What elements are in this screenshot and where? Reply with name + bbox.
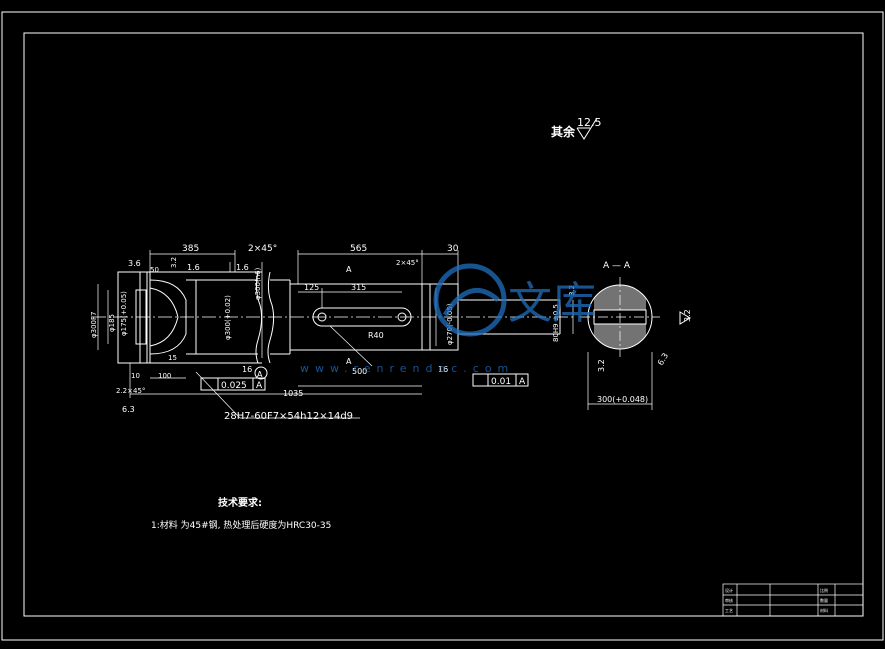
spline-spec: 28H7-60F7×54h12×14d9: [224, 411, 353, 422]
dim-phi300f7: φ300F7: [90, 312, 98, 338]
tolerance-frame-1: 0.025 A: [200, 377, 266, 391]
watermark: 文库 www.renrendoc.com: [300, 263, 596, 375]
notes-title: 技术要求:: [218, 496, 262, 509]
dim-phi185: φ185: [108, 314, 116, 332]
dim-keyway: 80H9 ±0.5: [552, 304, 560, 342]
roughness-36: 3.6: [128, 259, 141, 268]
section-label: A — A: [603, 261, 631, 271]
dim-50: 50: [150, 266, 159, 274]
roughness-sec-br: 6.3: [656, 351, 670, 367]
roughness-sec-bottom: 3.2: [597, 359, 606, 372]
watermark-url: www.renrendoc.com: [300, 362, 514, 375]
title-block-text: 设计 比例 审核 数量 工艺 材料: [725, 587, 828, 613]
watermark-text: 文库: [508, 278, 596, 329]
dim-phi300k: φ300(+0.02): [224, 295, 232, 340]
roughness-32a: 3.2: [170, 257, 178, 268]
tb-cell-0-0: 设计: [725, 587, 733, 593]
dim-16-right: 16: [438, 365, 448, 374]
shaft-main-view: [117, 271, 561, 364]
dim-100: 100: [158, 372, 171, 380]
dim-15: 15: [168, 354, 177, 362]
dim-16-left: 16: [242, 365, 252, 374]
dim-10: 10: [131, 372, 140, 380]
notes-line-1: 1:材料 为45#钢, 热处理后硬度为HRC30-35: [151, 519, 331, 531]
tol2-ref: A: [519, 377, 526, 387]
tb-cell-2-0: 工艺: [725, 608, 733, 613]
dim-chamfer-top: 2×45°: [248, 244, 277, 254]
roughness-16b: 1.6: [236, 263, 249, 272]
dim-phi270: φ270(-0.05): [446, 303, 454, 345]
tol1-ref: A: [256, 381, 263, 391]
roughness-note: 其余 12.5: [551, 116, 602, 140]
roughness-label: 其余: [551, 124, 576, 139]
dim-500: 500: [352, 367, 367, 376]
section-a-a: A — A 300(+0.048) 3.2 3.2 6.3: [580, 261, 692, 410]
roughness-32b: 3.2: [568, 285, 576, 296]
title-block: [722, 583, 864, 617]
dim-385: 385: [182, 244, 199, 254]
dim-chamfer-left: 2.2×45°: [116, 387, 145, 395]
datum-a: A: [254, 366, 268, 380]
inner-frame: [23, 32, 864, 617]
dim-315: 315: [351, 283, 366, 292]
dim-125: 125: [304, 283, 319, 292]
tb-cell-1-3: 数量: [820, 597, 828, 603]
roughness-sec-right: 3.2: [683, 309, 692, 322]
tol1-value: 0.025: [221, 381, 247, 391]
tb-cell-0-3: 比例: [820, 587, 828, 593]
dim-chamfer-right: 2×45°: [396, 259, 419, 267]
tolerance-frame-2: 0.01 A: [472, 373, 529, 387]
roughness-16a: 1.6: [187, 263, 200, 272]
dim-phi175: φ175(+0.05): [120, 291, 128, 336]
tol2-value: 0.01: [491, 377, 511, 387]
dim-r40: R40: [368, 331, 384, 340]
dim-565: 565: [350, 244, 367, 254]
datum-letter: A: [257, 370, 263, 379]
outer-frame: [1, 11, 884, 641]
cut-mark-top: A: [346, 265, 352, 274]
roughness-63: 6.3: [122, 405, 135, 414]
section-dim: 300(+0.048): [597, 395, 648, 404]
cut-mark-bottom: A: [346, 357, 352, 366]
tb-cell-2-3: 材料: [820, 607, 828, 613]
dim-30: 30: [447, 244, 459, 254]
dim-phi300s: φ300(n6): [254, 267, 262, 300]
dim-1035: 1035: [283, 389, 303, 398]
tb-cell-1-0: 审核: [725, 597, 733, 603]
roughness-value: 12.5: [577, 116, 602, 129]
